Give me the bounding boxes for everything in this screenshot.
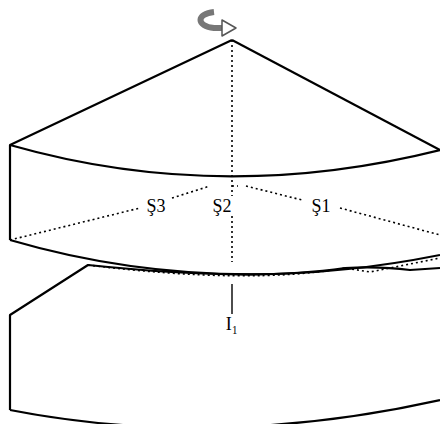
axis-mark bbox=[231, 284, 232, 314]
cut-dotted-right bbox=[246, 186, 440, 235]
section-label: Ş3 bbox=[146, 197, 165, 215]
point-label: I₁ bbox=[226, 315, 238, 333]
axis-dotted bbox=[231, 216, 233, 262]
section-label: Ş2 bbox=[212, 197, 231, 215]
axis-dotted bbox=[231, 40, 233, 196]
section-label: Ş1 bbox=[311, 197, 330, 215]
cut-dotted-center bbox=[232, 185, 238, 187]
rotation-arrowhead bbox=[222, 20, 236, 36]
upper-piece-bottom-arc bbox=[10, 240, 440, 274]
upper-piece-right-edge bbox=[232, 40, 440, 150]
upper-piece-left-edge bbox=[10, 40, 232, 240]
lower-piece-bottom-arc bbox=[10, 400, 440, 424]
lower-piece-top-edge bbox=[10, 265, 440, 410]
cut-dotted-left bbox=[10, 186, 210, 240]
upper-piece-top-arc bbox=[10, 145, 440, 176]
